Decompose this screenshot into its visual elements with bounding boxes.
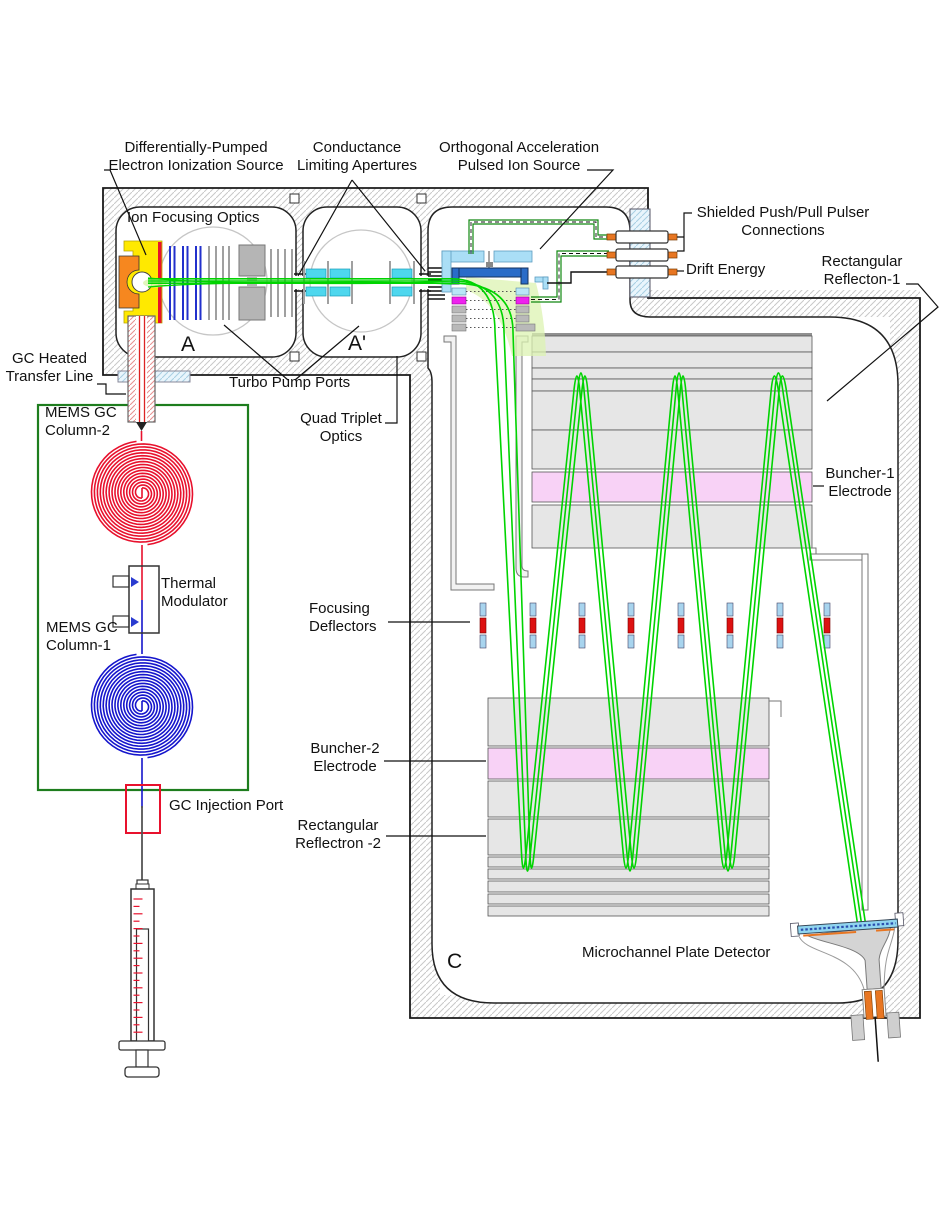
leader-reflectron-1 [826, 283, 939, 402]
label-turbo: Turbo Pump Ports [229, 374, 351, 391]
leader-quad [385, 356, 398, 424]
label-reflectron-1: Rectangular Reflecton-1 [821, 253, 903, 288]
deflector-plate [627, 602, 635, 617]
label-injection-port: GC Injection Port [169, 797, 284, 814]
buncher-2-electrode [487, 747, 770, 780]
label-section-a: A [181, 333, 196, 356]
label-reflectron-2: Rectangular Reflectron -2 [295, 817, 381, 852]
deflector-plate [726, 602, 734, 617]
label-column-2: MEMS GC Column-2 [45, 404, 117, 439]
ion-beam [147, 277, 867, 928]
label-ei-source: Differentially-Pumped Electron Ionizatio… [108, 139, 284, 174]
label-thermal-mod: Thermal Modulator [161, 575, 228, 610]
liner-brackets [769, 547, 869, 911]
leader-oa-source [539, 169, 615, 250]
label-column-1: MEMS GC Column-1 [46, 619, 118, 654]
focusing-deflectors [479, 602, 831, 649]
label-transfer-line: GC Heated Transfer Line [5, 350, 94, 385]
label-section-c: C [447, 950, 463, 973]
pusher-plate [451, 267, 529, 285]
syringe [118, 806, 166, 1078]
pulser-wiring [468, 219, 609, 303]
thermal-modulator [112, 565, 160, 634]
drift-energy-wire [547, 271, 609, 284]
leader-turbo [223, 324, 360, 381]
label-pulser: Shielded Push/Pull Pulser Connections [696, 204, 870, 239]
entrance-comb [428, 267, 445, 300]
deflector-plate [776, 602, 784, 617]
label-quad: Quad Triplet Optics [300, 410, 382, 445]
label-section-a-prime: A' [348, 332, 367, 355]
pulser-feedthroughs [606, 230, 678, 279]
label-buncher-1: Buncher-1 Electrode [825, 465, 895, 500]
source-block-orange [118, 255, 140, 309]
label-apertures: Conductance Limiting Apertures [296, 139, 418, 174]
mcp-detector [789, 912, 905, 1062]
label-deflectors: Focusing Deflectors [309, 600, 377, 635]
syringe-graduations [133, 898, 143, 1033]
deflector-plate [823, 602, 831, 617]
leader-apertures [297, 179, 426, 277]
label-ion-focusing: Ion Focusing Optics [127, 209, 260, 226]
gc-injection-port [125, 784, 161, 834]
label-oa-source: Orthogonal Acceleration Pulsed Ion Sourc… [438, 139, 600, 174]
gc-transfer-line [127, 315, 156, 431]
leader-ei-source [104, 169, 147, 256]
deflector-plate [529, 602, 537, 617]
label-drift-energy: Drift Energy [686, 261, 766, 278]
label-mcp: Microchannel Plate Detector [582, 944, 771, 961]
deflector-plate [578, 602, 586, 617]
gc-column-2-spiral [90, 440, 194, 546]
gc-column-lines [140, 431, 143, 808]
label-buncher-2: Buncher-2 Electrode [310, 740, 380, 775]
deflector-plate [479, 602, 487, 617]
leader-pulser [677, 212, 692, 252]
gc-column-1-spiral [90, 653, 194, 759]
leader-transfer-line [97, 383, 126, 395]
leader-lines [97, 169, 939, 837]
deflector-plate [677, 602, 685, 617]
